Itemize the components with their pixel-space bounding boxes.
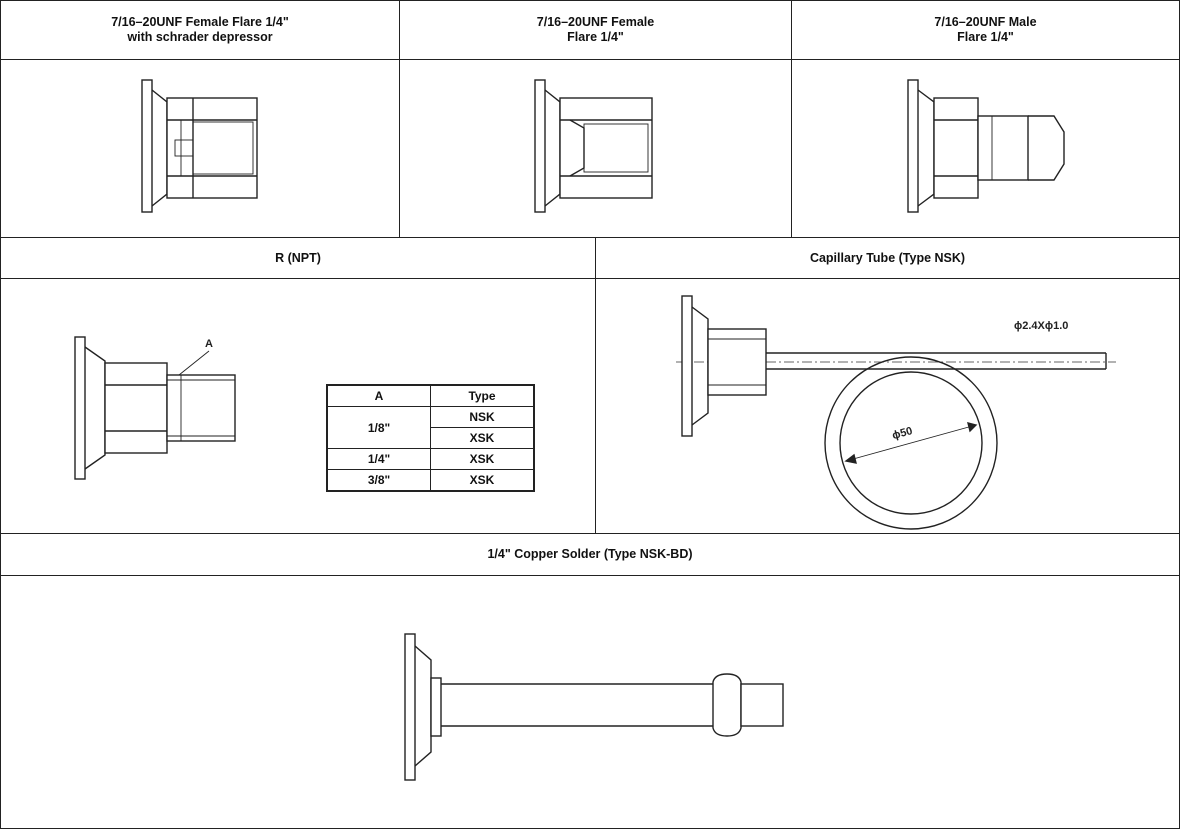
drawing-female-flare-schrader — [0, 59, 400, 238]
spec-header-type: Type — [430, 384, 535, 407]
header-capillary: Capillary Tube (Type NSK) — [595, 237, 1180, 279]
spec-header-a: A — [326, 384, 431, 407]
spec-cell-a: 3/8" — [326, 469, 431, 492]
header-text-line1: 7/16–20UNF Female — [536, 15, 655, 29]
header-text: R (NPT) — [275, 250, 321, 265]
drawing-male-flare — [791, 59, 1180, 238]
drawing-female-flare — [399, 59, 792, 238]
spec-table: A Type 1/8" NSK XSK 1/4" XSK 3/8" XSK — [326, 384, 535, 492]
thread-label-a: A — [205, 338, 213, 350]
header-male-flare: 7/16–20UNF Male Flare 1/4" — [791, 0, 1180, 60]
spec-table-header-row: A Type — [326, 384, 535, 407]
header-text-line2: Flare 1/4" — [567, 30, 624, 44]
table-row: 1/4" XSK — [326, 448, 535, 470]
tube-dimension-label: ϕ2.4Xϕ1.0 — [1014, 320, 1068, 332]
drawing-npt: A A Type 1/8" NSK XSK 1/4" XSK 3/8" XSK — [0, 278, 596, 534]
capillary-svg: ϕ50 ϕ2.4Xϕ1.0 — [676, 295, 1116, 530]
spec-cell-type: XSK — [430, 469, 535, 492]
coil-diameter-label: ϕ50 — [891, 425, 914, 442]
header-npt: R (NPT) — [0, 237, 596, 279]
header-text-line1: 7/16–20UNF Female Flare 1/4" — [111, 15, 289, 29]
spec-cell-a: 1/8" — [326, 406, 431, 449]
npt-svg: A — [74, 336, 236, 480]
spec-cell-type: XSK — [430, 427, 535, 449]
spec-cell-a: 1/4" — [326, 448, 431, 470]
header-text-line1: 7/16–20UNF Male — [934, 15, 1037, 29]
header-female-flare-schrader: 7/16–20UNF Female Flare 1/4" with schrad… — [0, 0, 400, 60]
header-text-line2: Flare 1/4" — [957, 30, 1014, 44]
header-copper-solder: 1/4" Copper Solder (Type NSK-BD) — [0, 533, 1180, 576]
table-row: 1/8" NSK — [326, 406, 535, 449]
table-row: 3/8" XSK — [326, 469, 535, 492]
female-flare-svg — [534, 79, 653, 213]
drawing-copper-solder — [0, 575, 1180, 829]
spec-cell-type: XSK — [430, 448, 535, 470]
copper-solder-svg — [404, 633, 784, 781]
female-flare-schrader-svg — [141, 79, 258, 213]
spec-cell-type: NSK — [430, 406, 535, 428]
header-female-flare: 7/16–20UNF Female Flare 1/4" — [399, 0, 792, 60]
header-text: Capillary Tube (Type NSK) — [809, 250, 966, 265]
drawing-capillary: ϕ50 ϕ2.4Xϕ1.0 — [595, 278, 1180, 534]
male-flare-svg — [907, 79, 1065, 213]
header-text-line2: with schrader depressor — [127, 30, 273, 44]
header-text: 1/4" Copper Solder (Type NSK-BD) — [487, 547, 693, 561]
